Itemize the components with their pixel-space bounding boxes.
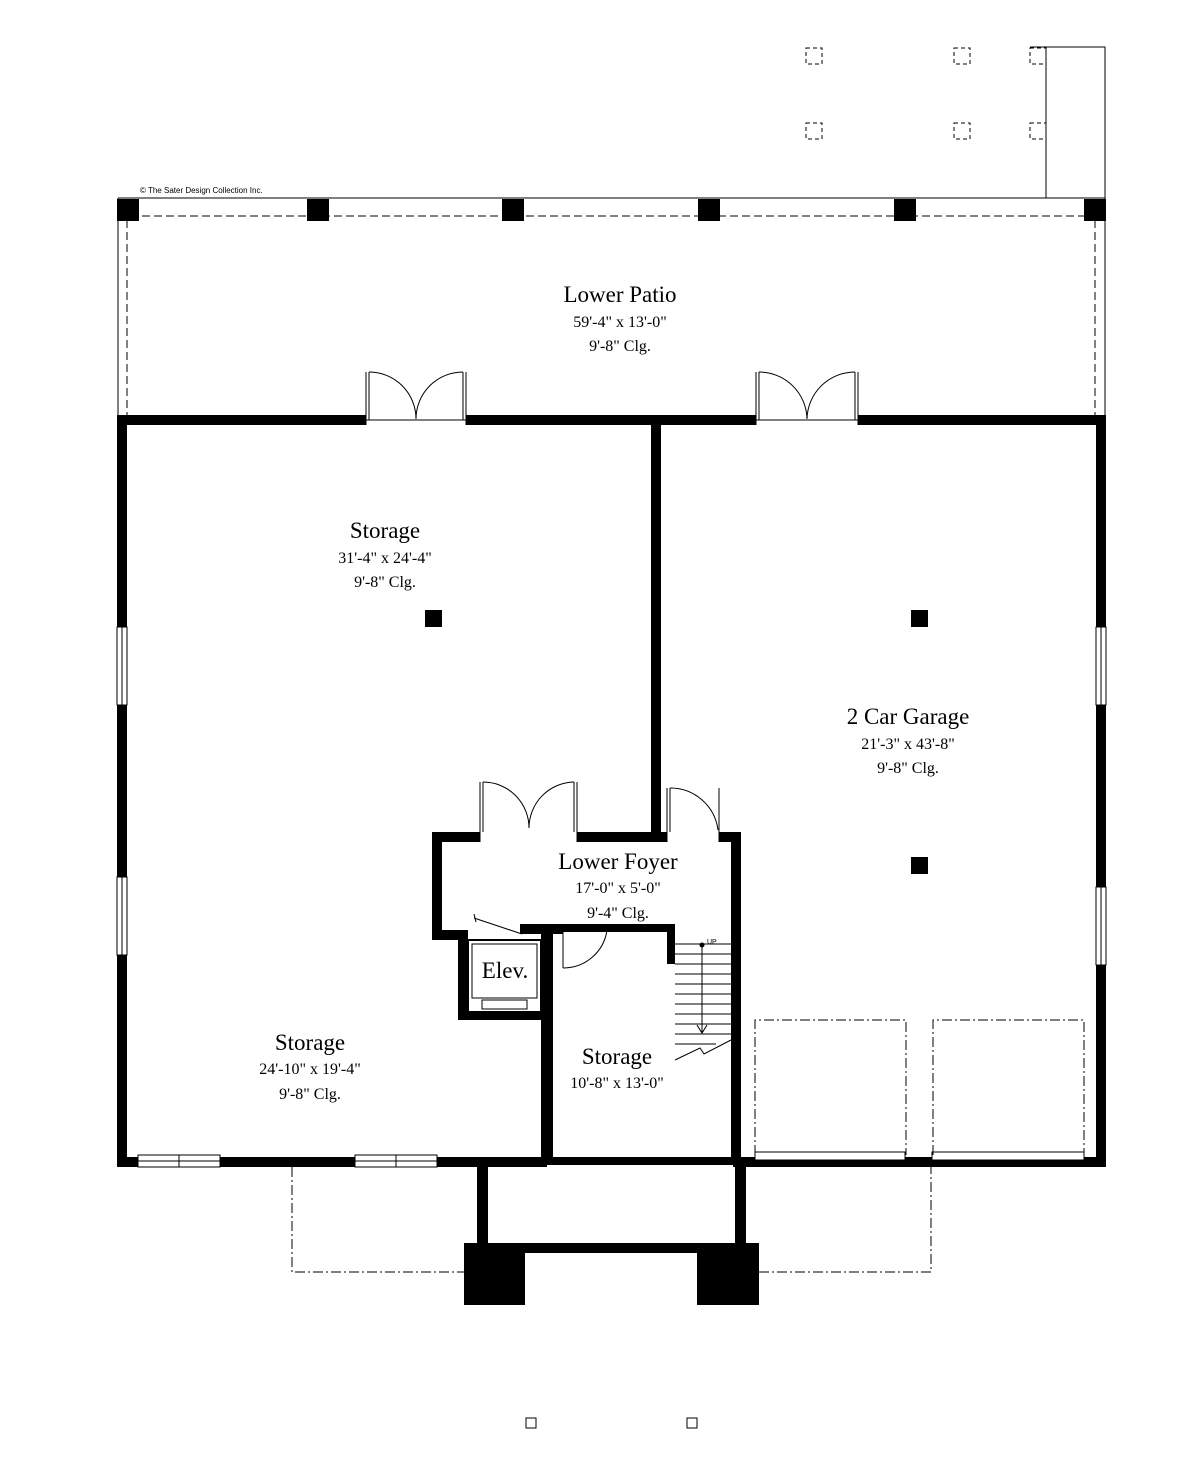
patio-door-right: [755, 371, 859, 425]
lower-patio-ceiling: 9'-8" Clg.: [589, 338, 651, 355]
lower-foyer-name: Lower Foyer: [558, 849, 678, 874]
lower-patio-dims: 59'-4" x 13'-0": [573, 314, 666, 331]
interior-columns: [425, 610, 928, 874]
label-storage-small: Storage 10'-8" x 13'-0": [570, 1044, 663, 1092]
label-storage-main: Storage 31'-4" x 24'-4" 9'-8" Clg.: [338, 518, 431, 591]
garage-ceiling: 9'-8" Clg.: [877, 760, 939, 777]
label-lower-patio: Lower Patio 59'-4" x 13'-0" 9'-8" Clg.: [563, 282, 676, 355]
garage-parking-outlines: [754, 1019, 1085, 1155]
copyright-notice: © The Sater Design Collection Inc.: [140, 186, 263, 195]
pier-markers-upper: [805, 47, 1047, 140]
entry-porch-outline: [291, 1167, 932, 1273]
pier-markers-lower: [525, 1417, 698, 1429]
foyer-doors: [479, 781, 720, 969]
storage-lower-left-ceiling: 9'-8" Clg.: [279, 1086, 341, 1103]
patio-outline: [117, 197, 1106, 415]
patio-door-left: [365, 371, 467, 425]
label-storage-lower-left: Storage 24'-10" x 19'-4" 9'-8" Clg.: [259, 1030, 360, 1103]
storage-main-name: Storage: [350, 518, 420, 543]
patio-columns: [117, 199, 1106, 221]
foyer-walls: [432, 832, 741, 1164]
lower-foyer-dims: 17'-0" x 5'-0": [575, 880, 660, 897]
storage-small-name: Storage: [582, 1044, 652, 1069]
storage-main-ceiling: 9'-8" Clg.: [354, 574, 416, 591]
lower-foyer-ceiling: 9'-4" Clg.: [587, 905, 649, 922]
upper-deck-outline: [1030, 46, 1106, 198]
stair-start-dot: [699, 942, 705, 948]
storage-lower-left-name: Storage: [275, 1030, 345, 1055]
storage-lower-left-dims: 24'-10" x 19'-4": [259, 1061, 360, 1078]
storage-small-dims: 10'-8" x 13'-0": [570, 1075, 663, 1092]
label-lower-foyer: Lower Foyer 17'-0" x 5'-0" 9'-4" Clg.: [558, 849, 678, 922]
exterior-walls: [117, 415, 1106, 1167]
windows: [116, 626, 1107, 1168]
stairs: [674, 943, 732, 1061]
entry-walls: [464, 1167, 759, 1305]
elevator-label: Elev.: [482, 958, 528, 983]
garage-dims: 21'-3" x 43'-8": [861, 736, 954, 753]
elevator-cab: [467, 913, 542, 1013]
garage-name: 2 Car Garage: [847, 704, 970, 729]
label-garage: 2 Car Garage 21'-3" x 43'-8" 9'-8" Clg.: [847, 704, 970, 777]
stair-direction-label: UP: [707, 939, 717, 946]
lower-patio-name: Lower Patio: [563, 282, 676, 307]
storage-main-dims: 31'-4" x 24'-4": [338, 550, 431, 567]
elevator-tag: M: [524, 925, 530, 932]
